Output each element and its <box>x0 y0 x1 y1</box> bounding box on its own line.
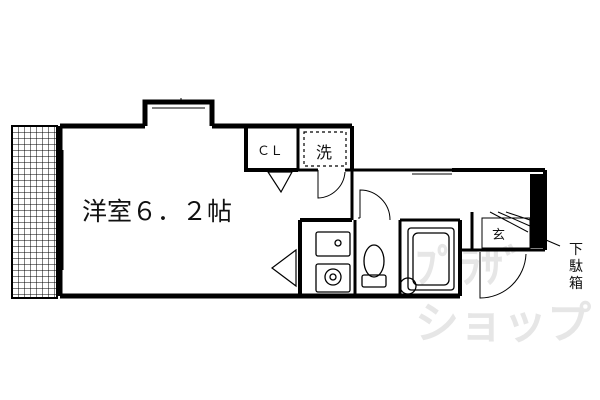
washer-label: 洗 <box>316 143 332 162</box>
shoe-box-fill <box>530 174 561 248</box>
entrance-label: 玄 <box>492 228 505 243</box>
washer-pad <box>303 131 347 167</box>
closet-label: ＣＬ <box>257 144 283 159</box>
shoe-box-label: 下駄箱 <box>569 242 583 292</box>
watermark-line2: ショップ <box>415 298 591 349</box>
shoe-box-label-char: 下 <box>569 242 583 258</box>
toilet <box>361 244 417 295</box>
western-room-label: 洋室６．２帖 <box>82 197 232 226</box>
svg-text:下駄箱: 下駄箱 <box>569 242 583 292</box>
shoe-box-label-char: 駄 <box>569 259 583 275</box>
bathtub <box>407 227 455 291</box>
door-swings <box>317 170 527 299</box>
balcony <box>11 125 58 299</box>
closet-door-mark <box>266 171 294 194</box>
kitchen-door-mark <box>271 248 297 288</box>
shoe-box-label-char: 箱 <box>569 276 583 292</box>
kitchen-fixtures <box>315 231 351 293</box>
